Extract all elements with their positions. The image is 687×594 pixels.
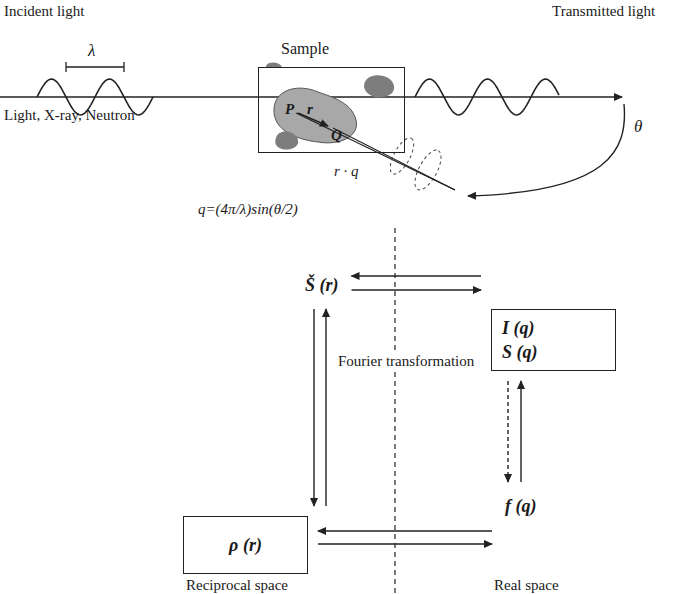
position-vector: [298, 113, 328, 126]
transform-arrow: [520, 381, 521, 482]
wavelength-bracket: [66, 62, 124, 72]
point-label: Q: [331, 126, 342, 144]
space-divider: [394, 228, 395, 594]
box-heading: Sample: [281, 40, 329, 58]
scattered-ray: [333, 128, 455, 190]
angle-symbol: θ: [634, 118, 642, 136]
point-label: P: [285, 100, 294, 118]
wavefront: [386, 135, 419, 178]
function-symbol: Š (r): [305, 273, 339, 297]
space-label: Real space: [494, 576, 559, 594]
transform-arrow: [318, 543, 492, 544]
transform-arrow: [507, 381, 508, 482]
phase-label: r · q: [334, 162, 359, 180]
form-factor: f (q): [502, 492, 539, 520]
vector-label: r: [307, 100, 313, 118]
scattered-ray: [296, 113, 455, 190]
scattering-box: I (q)S (q): [491, 309, 616, 371]
heading-label: Transmitted light: [552, 2, 655, 20]
wavefront: [410, 146, 447, 193]
transmitted-wave: [415, 79, 559, 115]
transform-arrow: [352, 289, 481, 290]
function-symbol: S (q): [502, 340, 615, 364]
transform-label: Fourier transformation: [336, 352, 476, 370]
transform-arrow: [318, 530, 492, 531]
source-label: Light, X-ray, Neutron: [4, 106, 135, 124]
function-symbol: ρ (r): [184, 533, 307, 557]
angle-arc: [468, 104, 624, 196]
transform-arrow: [325, 309, 326, 506]
wavelength-symbol: λ: [88, 42, 95, 60]
correlation-function: Š (r): [302, 271, 342, 299]
function-symbol: f (q): [505, 494, 536, 518]
function-symbol: I (q): [502, 316, 615, 340]
density-box: ρ (r): [183, 516, 308, 574]
particle-blob: [275, 131, 298, 149]
transform-arrow: [313, 309, 314, 506]
formula: q=(4π/λ)sin(θ/2): [198, 200, 298, 218]
heading-label: Incident light: [4, 2, 84, 20]
transform-arrow: [352, 275, 481, 276]
particle-blob: [364, 75, 394, 97]
space-label: Reciprocal space: [186, 576, 288, 594]
